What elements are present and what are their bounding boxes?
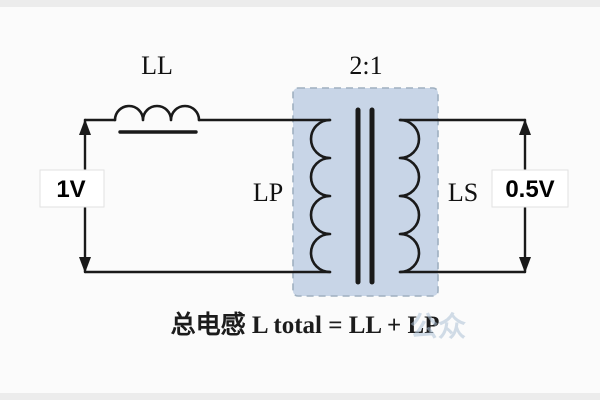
output-voltage-box	[491, 169, 569, 208]
primary-coil	[309, 118, 332, 274]
watermark-text: 公众	[410, 311, 466, 342]
leakage-inductor-label: LL	[141, 51, 173, 80]
leakage-inductor-coil	[113, 104, 201, 122]
secondary-coil	[398, 118, 421, 274]
input-arrow-down-icon	[79, 257, 91, 273]
output-arrow-down-icon	[519, 257, 531, 273]
output-arrow-up-icon	[519, 119, 531, 135]
voltage-arrowheads	[79, 119, 531, 273]
primary-winding-label: LP	[253, 178, 283, 207]
transformer-boundary-box	[292, 87, 439, 297]
input-arrow-up-icon	[79, 119, 91, 135]
input-voltage-value: 1V	[56, 176, 85, 203]
circuit-wires	[83, 104, 527, 285]
secondary-winding-label: LS	[448, 178, 478, 207]
output-voltage-value: 0.5V	[505, 176, 554, 203]
turns-ratio-label: 2:1	[349, 51, 382, 80]
input-voltage-box	[39, 169, 105, 208]
total-inductance-formula: 总电感 L total = LL + LP	[171, 310, 440, 339]
